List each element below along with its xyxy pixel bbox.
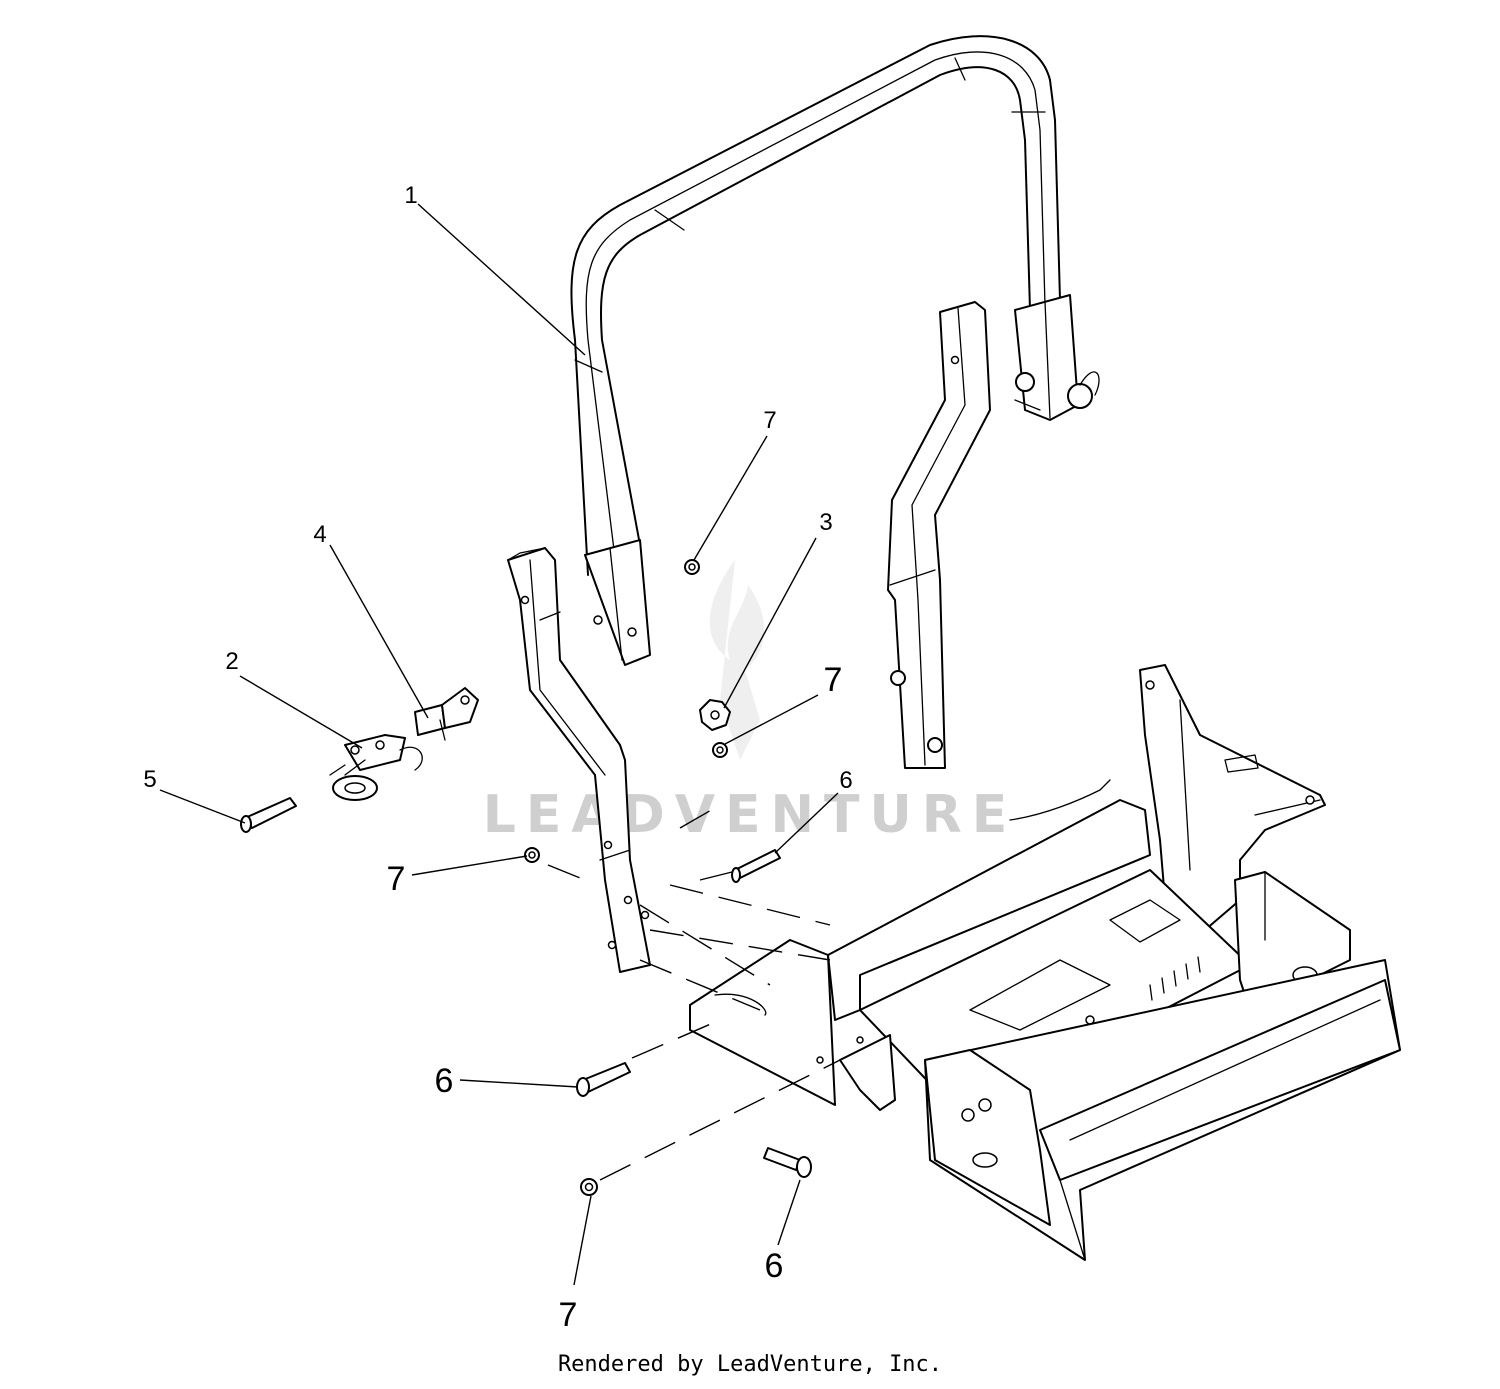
callout-7-lower: 7 (559, 1296, 578, 1334)
callout-7-left: 7 (387, 860, 406, 898)
nut-7-upper (684, 559, 700, 575)
callout-5: 5 (143, 766, 156, 793)
mounting-bracket (414, 687, 479, 741)
callout-7-middle: 7 (824, 661, 843, 699)
mower-frame (689, 664, 1401, 1261)
callout-6-left: 6 (435, 1062, 454, 1100)
bolt-6-upper (731, 849, 781, 883)
nut-7-left (524, 847, 540, 863)
callout-2: 2 (225, 648, 238, 675)
callout-7-upper: 7 (763, 407, 776, 434)
leader-lines (159, 203, 839, 1286)
render-credit: Rendered by LeadVenture, Inc. (557, 1352, 943, 1377)
bolt-5 (240, 797, 297, 833)
rops-upper-hoop (570, 35, 1100, 666)
assembly-dash-lines (547, 804, 861, 1181)
bolt-6-lower (763, 1147, 812, 1178)
bolt-6-left (576, 1062, 631, 1097)
nut-7-middle (712, 742, 728, 758)
knob-3 (699, 699, 731, 731)
rops-right-lower-post (887, 301, 991, 769)
callout-1: 1 (404, 182, 417, 209)
rops-left-lower-post (507, 547, 651, 973)
watermark-text: LEADVENTURE (483, 785, 1018, 845)
callout-6-lower: 6 (765, 1247, 784, 1285)
nut-7-lower (580, 1178, 598, 1196)
callout-4: 4 (313, 521, 326, 548)
hitch-pin-assembly (329, 734, 423, 801)
callout-3: 3 (819, 509, 832, 536)
callout-6-upper: 6 (839, 767, 852, 794)
